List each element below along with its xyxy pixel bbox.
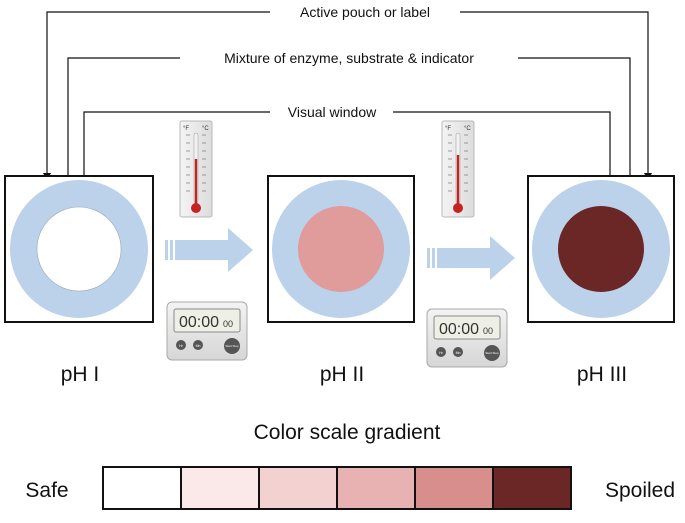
label-mixture: Mixture of enzyme, substrate & indicator bbox=[224, 50, 474, 66]
timer-icon-2: 00:00 00 Hr Mn Start Stop bbox=[426, 308, 508, 368]
timer-1-display: 00:00 bbox=[179, 314, 219, 331]
scale-title: Color scale gradient bbox=[254, 421, 441, 444]
leader-mixture-left bbox=[64, 57, 180, 196]
scale-cell-3 bbox=[258, 466, 338, 510]
timer-2-display: 00:00 bbox=[439, 321, 479, 338]
scale-cell-6 bbox=[492, 466, 572, 510]
stage-1: pH I bbox=[4, 175, 154, 386]
leader-lines bbox=[43, 11, 652, 208]
timer-1-btn-start: Start Stop bbox=[225, 344, 239, 348]
timer-icon-1: 00:00 00 Hr Mn Start Stop bbox=[166, 301, 248, 361]
label-visual-window: Visual window bbox=[288, 104, 377, 120]
timer-1-display-small: 00 bbox=[223, 319, 233, 329]
leader-active-pouch-left bbox=[43, 11, 270, 181]
scale-cell-4 bbox=[336, 466, 416, 510]
thermometer-1-unit-c: °C bbox=[202, 126, 209, 132]
stage-1-label: pH I bbox=[61, 363, 100, 386]
stage-1-visual-window bbox=[36, 206, 122, 292]
timer-1-btn-mn: Mn bbox=[196, 344, 201, 348]
thermometer-2-unit-f: °F bbox=[445, 126, 451, 132]
stage-2: pH II bbox=[267, 175, 415, 386]
thermometer-icon-1: °F °C bbox=[179, 120, 213, 218]
timer-2-display-small: 00 bbox=[483, 326, 493, 336]
scale-cell-1 bbox=[102, 466, 182, 510]
label-active-pouch: Active pouch or label bbox=[300, 4, 430, 20]
stage-3-visual-window bbox=[558, 206, 644, 292]
thermometer-1-unit-f: °F bbox=[183, 126, 189, 132]
scale-cell-5 bbox=[414, 466, 494, 510]
stage-2-visual-window bbox=[298, 206, 384, 292]
stage-3-label: pH III bbox=[577, 363, 627, 386]
timer-2-btn-start: Start Stop bbox=[485, 351, 499, 355]
scale-right-label: Spoiled bbox=[605, 479, 675, 502]
arrow-2 bbox=[427, 236, 515, 280]
timer-1-btn-hr: Hr bbox=[179, 344, 184, 348]
color-scale-bar bbox=[102, 466, 572, 510]
scale-cell-2 bbox=[180, 466, 260, 510]
thermometer-icon-2: °F °C bbox=[441, 120, 475, 218]
thermometer-2-unit-c: °C bbox=[464, 126, 471, 132]
stage-3: pH III bbox=[527, 175, 675, 386]
leader-active-pouch-right bbox=[460, 11, 652, 181]
stage-2-label: pH II bbox=[320, 363, 364, 386]
timer-2-btn-mn: Mn bbox=[456, 351, 461, 355]
arrow-1 bbox=[165, 228, 253, 272]
leader-mixture-right bbox=[518, 57, 634, 197]
timer-2-btn-hr: Hr bbox=[439, 351, 444, 355]
scale-left-label: Safe bbox=[25, 479, 68, 502]
